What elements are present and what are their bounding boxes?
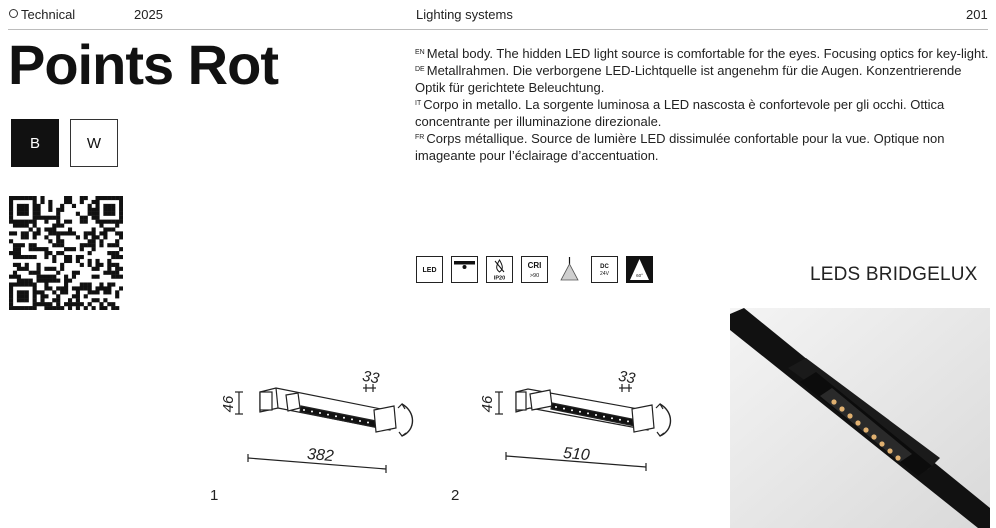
cri-value: >90 (530, 273, 539, 279)
drawing-2-height-label: 46 (479, 395, 496, 412)
dc-value: 24V (600, 271, 610, 277)
cri-icon: CRI >90 (521, 256, 548, 283)
drawing-2-side-label: 33 (617, 368, 637, 388)
drawing-1-side-label: 33 (361, 368, 381, 388)
beam-angle-icon: 60° (626, 256, 653, 283)
section-label-text: Technical (21, 7, 76, 22)
cri-label: CRI (528, 261, 542, 270)
circle-icon (9, 9, 18, 18)
year: 2025 (134, 7, 163, 22)
section-label: Technical (9, 7, 75, 22)
product-title: Points Rot (8, 33, 279, 96)
drawing-2-number: 2 (451, 487, 460, 504)
header-divider (8, 29, 988, 30)
light-cone-icon (556, 256, 583, 283)
track-mount-icon (451, 256, 478, 283)
drawing-2-length-label: 510 (562, 445, 590, 464)
finish-swatch-white[interactable]: W (70, 119, 118, 167)
technical-drawing-1: 46 33 382 (220, 368, 414, 473)
ip20-icon: IP20 (486, 256, 513, 283)
drawing-1-length-label: 382 (306, 446, 334, 465)
led-icon: LED (416, 256, 443, 283)
category: Lighting systems (416, 7, 513, 22)
drawing-1-number: 1 (210, 487, 219, 504)
beam-angle-label: 60° (636, 273, 643, 278)
product-photo (730, 308, 990, 528)
technical-drawing-2: 46 33 510 (479, 368, 672, 471)
brand-note: LEDS BRIDGELUX (810, 264, 978, 285)
ip-rating-label: IP20 (494, 276, 505, 282)
qr-code[interactable] (9, 196, 123, 310)
finish-swatch-black[interactable]: B (11, 119, 59, 167)
page-number: 201 (966, 7, 988, 22)
drawing-1-height-label: 46 (220, 395, 237, 412)
led-icon-label: LED (423, 267, 437, 274)
dc-label: DC (600, 264, 609, 270)
